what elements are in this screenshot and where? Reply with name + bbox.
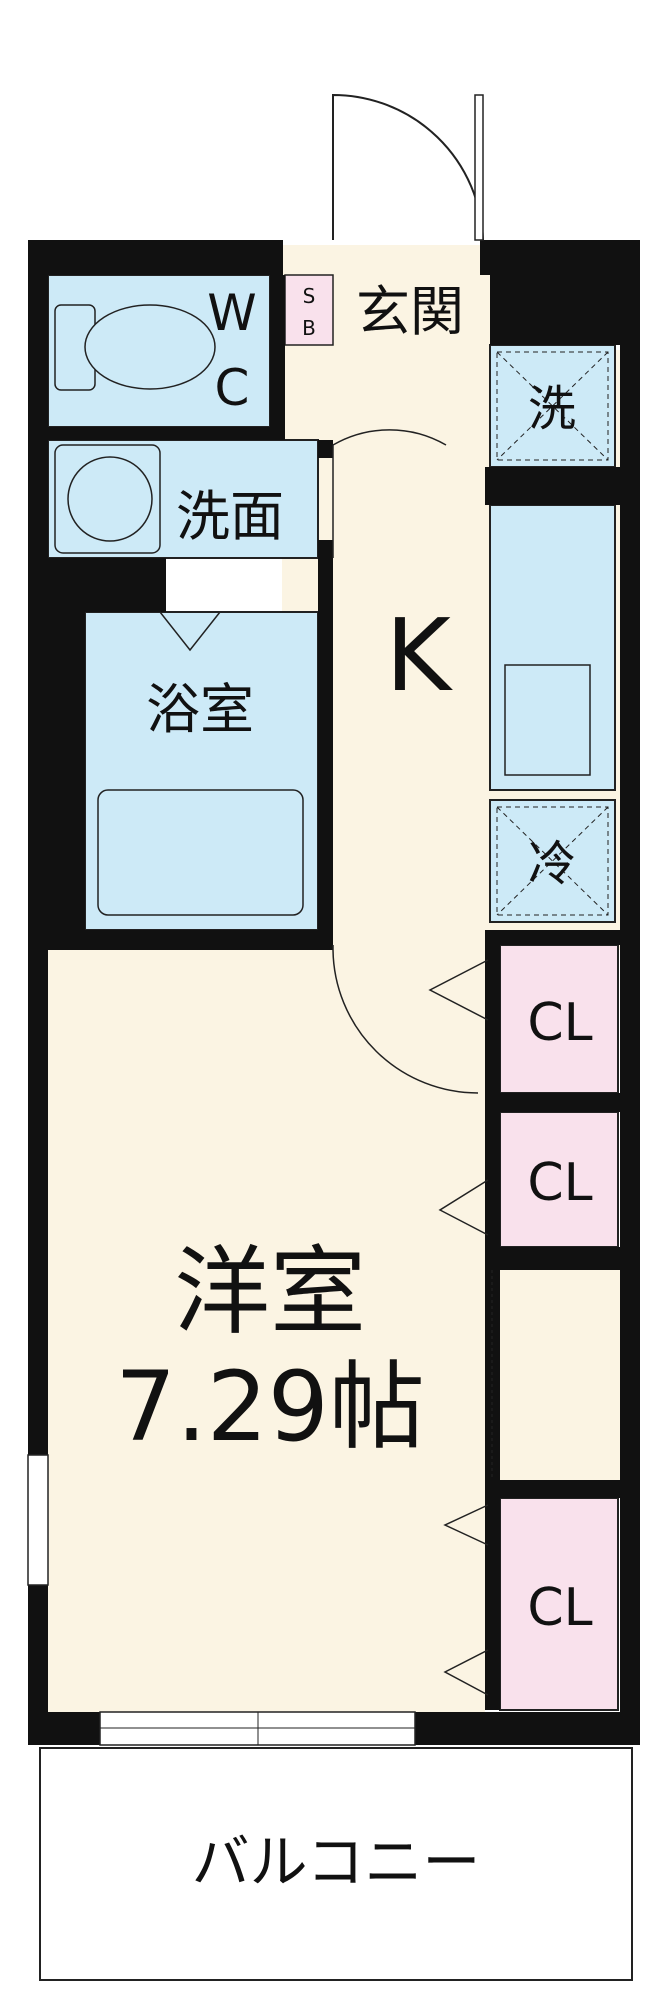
alcove-floor xyxy=(495,1270,620,1490)
sb-label-s: S xyxy=(303,284,316,308)
shoebox xyxy=(284,274,334,346)
wc-label-c: C xyxy=(215,359,250,417)
wc-label-w: W xyxy=(207,284,256,342)
sink-icon xyxy=(504,664,591,776)
bath-door-mark xyxy=(159,611,221,652)
western-room-size: 7.29帖 xyxy=(115,1351,425,1463)
entrance-door xyxy=(332,93,484,241)
washer-space-mark xyxy=(496,351,609,461)
room-door xyxy=(332,945,479,1094)
bathroom-label: 浴室 xyxy=(146,678,254,741)
side-window xyxy=(27,1454,49,1586)
wash-basin-icon xyxy=(54,444,161,554)
fridge-label: 冷 xyxy=(528,836,576,892)
walls xyxy=(28,240,640,1745)
kitchen-counter xyxy=(489,504,616,791)
sb-label-b: B xyxy=(302,316,316,340)
fridge-space-mark xyxy=(496,806,609,916)
balcony-area xyxy=(39,1747,633,1981)
closet-2-door xyxy=(438,1179,489,1236)
closet-3-label: CL xyxy=(527,1578,592,1638)
toilet-icon xyxy=(54,304,216,391)
bathtub xyxy=(97,789,304,916)
closet-1-door xyxy=(428,959,489,1021)
washroom-label: 洗面 xyxy=(176,485,284,548)
closet-2-label: CL xyxy=(527,1153,592,1213)
door-frame xyxy=(474,94,484,241)
closet-3-door-a xyxy=(443,1504,489,1546)
entrance-label: 玄関 xyxy=(356,280,464,343)
western-room-label: 洋室 xyxy=(174,1236,366,1348)
closet-1-label: CL xyxy=(527,993,592,1053)
closet-3-door-b xyxy=(443,1649,489,1696)
closet-2-area xyxy=(499,1111,619,1248)
kitchen-label: K xyxy=(385,597,453,714)
balcony-label: バルコニー xyxy=(192,1828,481,1896)
washer-label: 洗 xyxy=(528,381,576,437)
washroom-door xyxy=(332,429,447,558)
